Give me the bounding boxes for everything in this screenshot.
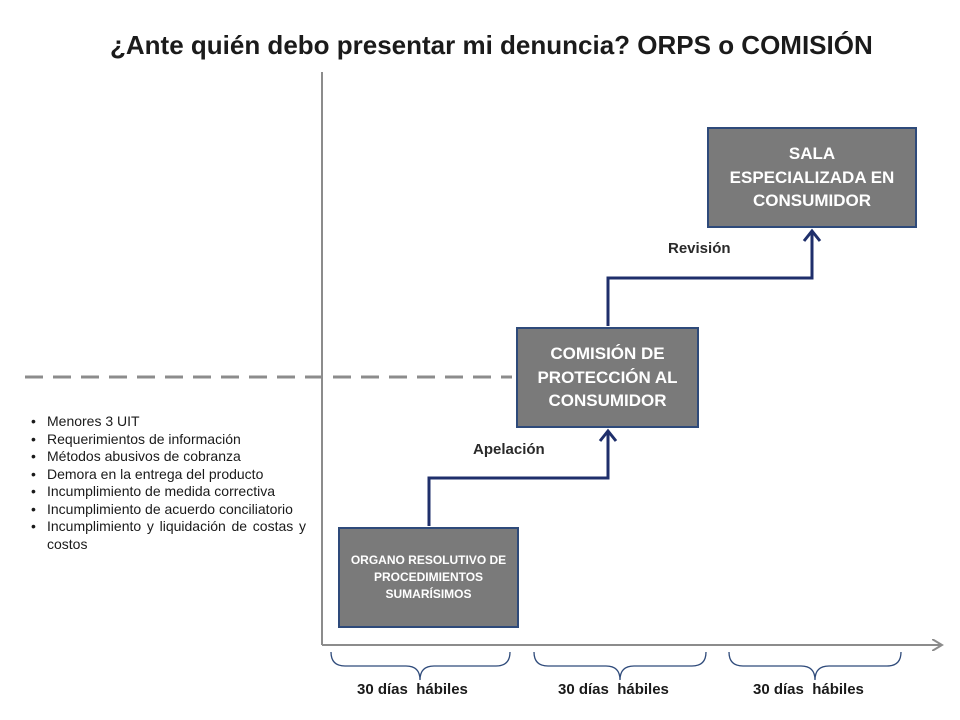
- period-brace-3: [728, 651, 902, 681]
- criteria-item: Incumplimiento de acuerdo conciliatorio: [28, 501, 306, 519]
- criteria-item: Métodos abusivos de cobranza: [28, 448, 306, 466]
- revision-arrowhead: [802, 228, 822, 242]
- criteria-item: Incumplimiento de medida correctiva: [28, 483, 306, 501]
- criteria-item: Incumplimiento y liquidación de costas y…: [28, 518, 306, 553]
- criteria-item: Requerimientos de información: [28, 431, 306, 449]
- revision-label: Revisión: [668, 240, 731, 257]
- page-title: ¿Ante quién debo presentar mi denuncia? …: [110, 30, 873, 60]
- orps-criteria-list: Menores 3 UIT Requerimientos de informac…: [28, 413, 306, 553]
- period-brace-1: [330, 651, 511, 681]
- period-label-2: 30 días hábiles: [558, 681, 669, 698]
- sala-especializada-box: SALA ESPECIALIZADA EN CONSUMIDOR: [707, 127, 917, 228]
- period-label-3: 30 días hábiles: [753, 681, 864, 698]
- period-brace-2: [533, 651, 707, 681]
- apelacion-arrow: [427, 431, 610, 526]
- revision-arrow: [606, 231, 814, 326]
- comision-proteccion-box: COMISIÓN DE PROTECCIÓN AL CONSUMIDOR: [516, 327, 699, 428]
- apelacion-arrowhead: [598, 428, 618, 442]
- period-label-1: 30 días hábiles: [357, 681, 468, 698]
- apelacion-label: Apelación: [473, 441, 545, 458]
- orps-box: ORGANO RESOLUTIVO DE PROCEDIMIENTOS SUMA…: [338, 527, 519, 628]
- criteria-item: Demora en la entrega del producto: [28, 466, 306, 484]
- criteria-item: Menores 3 UIT: [28, 413, 306, 431]
